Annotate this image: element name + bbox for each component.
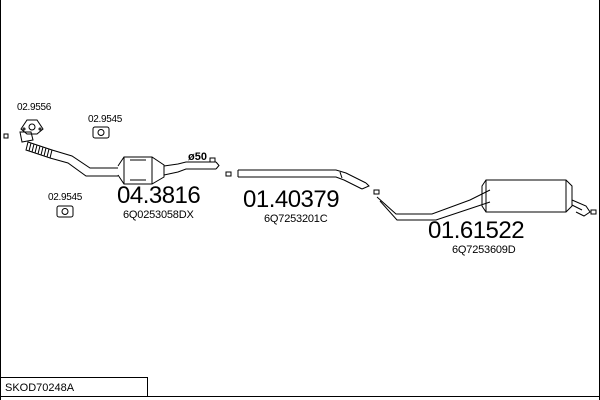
gasket-label-02-9545-lower: 02.9545: [48, 192, 83, 203]
gasket-02-9545-upper-drawing: [92, 126, 110, 139]
diagram-id: SKOD70248A: [5, 382, 75, 394]
gasket-02-9545-lower-drawing: [56, 205, 74, 218]
pipe-diameter-label: ø50: [188, 151, 207, 163]
oem-code-6q7253609d: 6Q7253609D: [452, 244, 516, 256]
catalytic-converter-04-3816-drawing: [3, 131, 220, 185]
part-number-01-61522: 01.61522: [428, 217, 525, 244]
part-number-04-3816: 04.3816: [117, 182, 201, 209]
gasket-label-02-9545-upper: 02.9545: [88, 114, 123, 125]
middle-pipe-01-40379-drawing: [225, 169, 370, 190]
gasket-label-02-9556: 02.9556: [17, 102, 52, 113]
rear-silencer-01-61522-drawing: [373, 179, 597, 221]
diagram-id-box: SKOD70248A: [0, 377, 148, 397]
part-number-01-40379: 01.40379: [243, 186, 340, 213]
gasket-02-9556-drawing: [20, 119, 44, 135]
oem-code-6q7253201c: 6Q7253201C: [264, 213, 328, 225]
oem-code-6q0253058dx: 6Q0253058DX: [123, 209, 194, 221]
